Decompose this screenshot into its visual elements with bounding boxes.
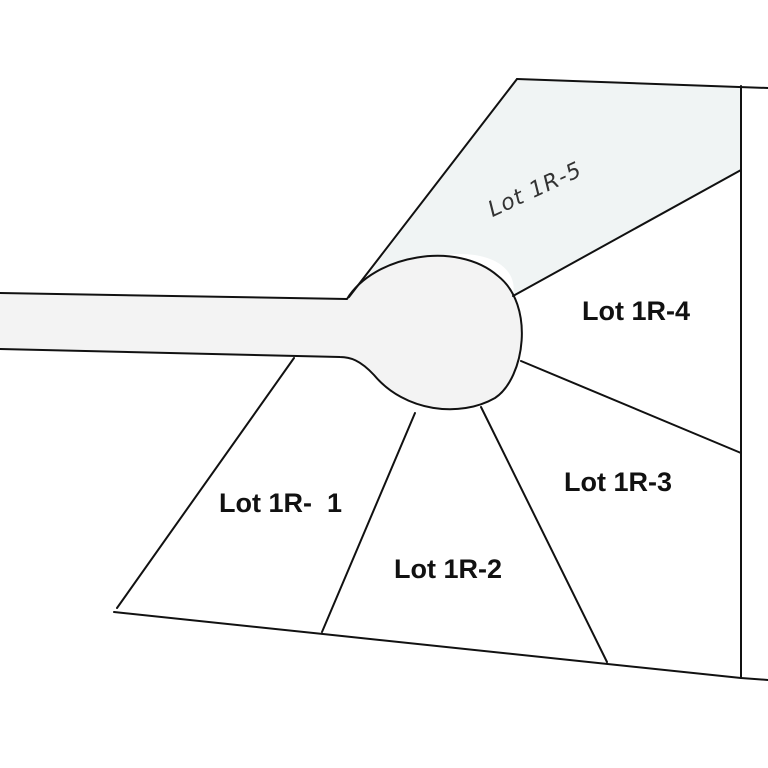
lot-1r-3-label: Lot 1R-3 (564, 467, 672, 497)
lot-line-1-2 (321, 412, 416, 633)
lot-1r-5-west-line (348, 78, 518, 298)
lot-line-2-3 (480, 406, 608, 663)
lot-line-4-5 (512, 169, 742, 297)
road-boundary (0, 254, 523, 411)
lot-line-1-west (116, 357, 295, 609)
lot-1r-1-label: Lot 1R- 1 (219, 488, 342, 518)
south-boundary-line (113, 611, 768, 681)
lot-1r-5-parcel[interactable] (349, 79, 741, 300)
lot-line-3-4 (520, 360, 742, 454)
lot-1r-2-label: Lot 1R-2 (394, 554, 502, 584)
lot-1r-4-label: Lot 1R-4 (582, 296, 690, 326)
lot-1r-5-north-line (516, 78, 768, 89)
cul-de-sac-road (0, 255, 522, 410)
